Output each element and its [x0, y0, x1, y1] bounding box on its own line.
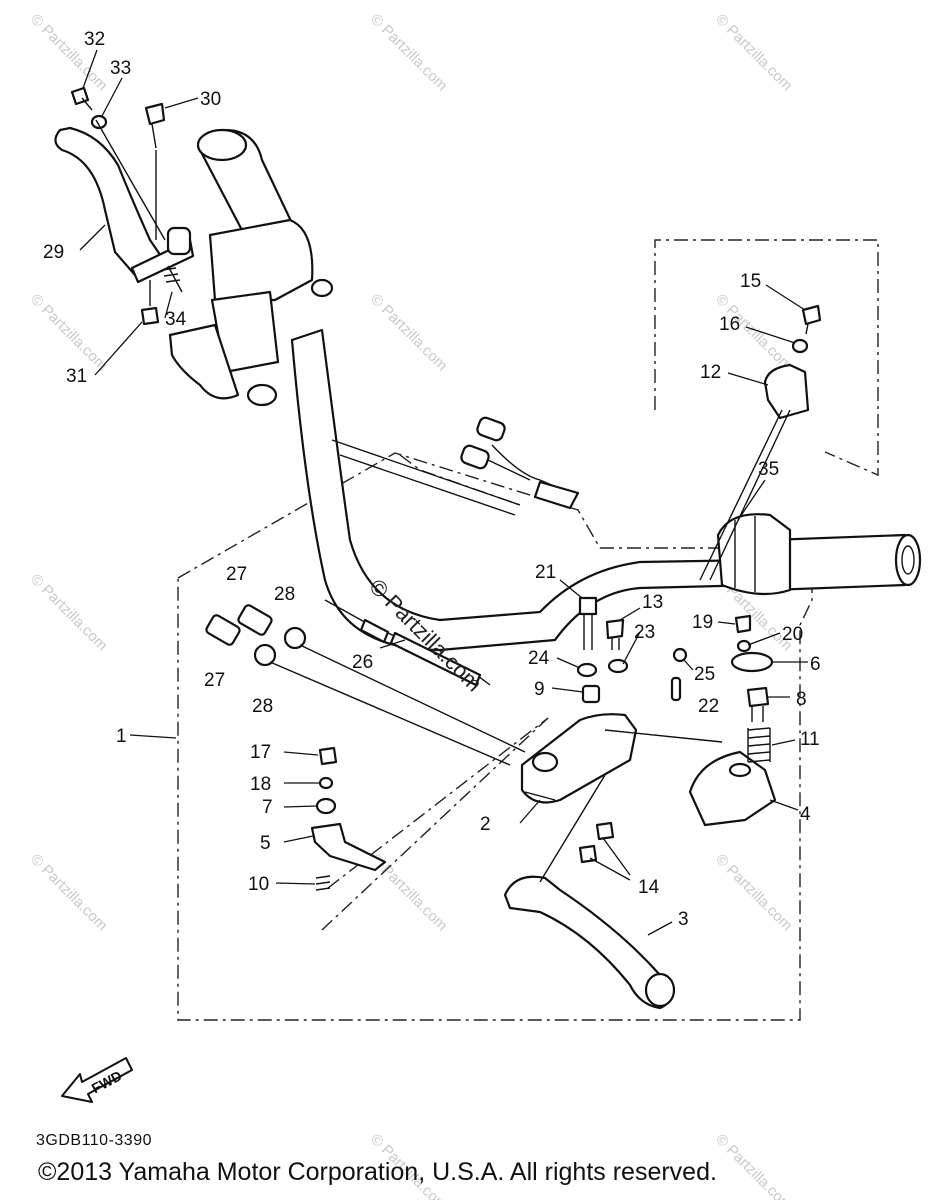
callout-3: 3 — [678, 909, 689, 930]
callout-32: 32 — [84, 29, 105, 50]
callout-24: 24 — [528, 648, 550, 669]
bolt-30 — [144, 102, 166, 126]
lever-29 — [54, 126, 167, 277]
holder-2 — [520, 713, 638, 804]
switch-35 — [716, 513, 792, 596]
callout-28: 28 — [274, 584, 295, 605]
callout-12: 12 — [700, 362, 721, 383]
watermark-text: © Partzilla.com — [712, 11, 795, 94]
callout-8: 8 — [796, 689, 807, 710]
callout-27: 27 — [204, 670, 225, 691]
watermark-text: © Partzilla.com — [27, 571, 110, 654]
callout-16: 16 — [719, 314, 740, 335]
guide-line — [399, 454, 521, 506]
guide-line — [321, 717, 549, 931]
callout-9: 9 — [534, 679, 545, 700]
callout-4: 4 — [800, 804, 811, 825]
lever-5 — [310, 822, 387, 872]
callout-17: 17 — [250, 742, 271, 763]
callout-31: 31 — [66, 366, 87, 387]
callout-28: 28 — [252, 696, 273, 717]
callout-10: 10 — [248, 874, 269, 895]
callout-7: 7 — [262, 797, 273, 818]
watermark-text: © Partzilla.com — [27, 851, 110, 934]
callout-18: 18 — [250, 774, 271, 795]
bolt-21 — [578, 596, 598, 616]
left-lever-parts — [54, 86, 195, 326]
washer-33 — [90, 114, 108, 130]
callout-33: 33 — [110, 58, 131, 79]
assembly-1-boundary — [177, 452, 813, 1021]
callout-2: 2 — [480, 814, 491, 835]
callout-5: 5 — [260, 833, 271, 854]
callout-11: 11 — [800, 729, 820, 750]
callout-14: 14 — [638, 877, 660, 898]
watermark-text: © Partzilla.com — [27, 291, 110, 374]
callout-27: 27 — [226, 564, 247, 585]
callout-30: 30 — [200, 89, 221, 110]
watermark-text: © Partzilla.com — [367, 11, 450, 94]
assembly-12-boundary — [654, 239, 879, 477]
left-master-cylinder — [208, 218, 314, 302]
diagram-code: 3GDB110-3390 — [36, 1132, 152, 1149]
callout-21: 21 — [535, 562, 556, 583]
watermark-text: © Partzilla.com — [712, 851, 795, 934]
callout-20: 20 — [782, 624, 803, 645]
callout-19: 19 — [692, 612, 713, 633]
callout-15: 15 — [740, 271, 761, 292]
leader-lines — [79, 49, 808, 936]
callout-25: 25 — [694, 664, 715, 685]
callout-29: 29 — [43, 242, 64, 263]
plate-6 — [730, 651, 774, 673]
watermark-text: © Partzilla.com — [27, 11, 110, 94]
watermark-text: © Partzilla.com — [712, 1131, 795, 1200]
nut-31 — [140, 306, 160, 326]
handlebar — [168, 128, 922, 652]
center-parts — [205, 596, 777, 1010]
callout-34: 34 — [165, 309, 187, 330]
callout-1: 1 — [116, 726, 127, 747]
fwd-arrow-icon: FWD — [61, 1057, 133, 1103]
callout-6: 6 — [810, 654, 821, 675]
copyright-notice: ©2013 Yamaha Motor Corporation, U.S.A. A… — [38, 1158, 717, 1186]
callout-35: 35 — [758, 459, 779, 480]
right-upper-parts — [699, 304, 822, 581]
spring-34 — [167, 265, 183, 293]
callout-22: 22 — [698, 696, 719, 717]
callout-23: 23 — [634, 622, 655, 643]
clamp-12 — [763, 363, 810, 420]
callout-labels: 32 33 30 29 34 31 15 16 12 35 21 13 23 2… — [43, 29, 821, 930]
watermark-text: © Partzilla.com — [367, 291, 450, 374]
switch-housing-4 — [688, 750, 777, 827]
callout-26: 26 — [352, 652, 373, 673]
callout-13: 13 — [642, 592, 663, 613]
